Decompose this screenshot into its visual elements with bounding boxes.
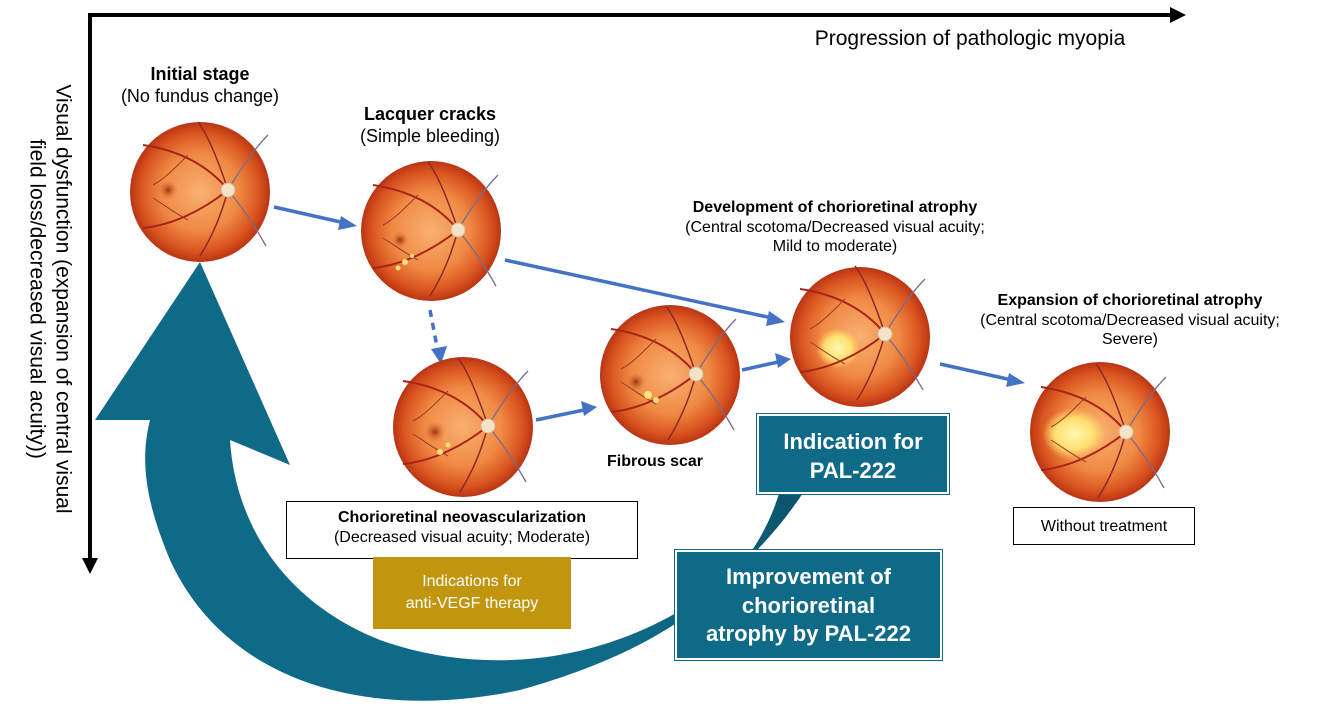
anti-vegf-box: Indications for anti-VEGF therapy bbox=[373, 557, 571, 629]
initial-stage-title: Initial stage bbox=[150, 64, 250, 84]
cnv-title: Chorioretinal neovascularization bbox=[337, 509, 587, 526]
fundus-lacquer bbox=[361, 161, 501, 301]
arrow-initial-to-lacquer bbox=[273, 205, 346, 225]
fundus-expansion bbox=[1030, 362, 1170, 502]
expansion-stage-label: Expansion of chorioretinal atrophy (Cent… bbox=[925, 291, 1332, 350]
arrow-cnv-to-fibrous-head bbox=[581, 401, 597, 416]
cnv-subtitle: (Decreased visual acuity; Moderate) bbox=[333, 529, 591, 546]
lacquer-stage-subtitle: (Simple bleeding) bbox=[359, 125, 501, 146]
without-treatment-box: Without treatment bbox=[1013, 507, 1195, 545]
initial-stage-label: Initial stage (No fundus change) bbox=[100, 64, 300, 108]
improvement-pal-line1: Improvement of bbox=[725, 564, 892, 589]
progression-arrows bbox=[273, 205, 1025, 422]
improvement-pal-line3: atrophy by PAL-222 bbox=[706, 621, 911, 647]
fundus-fibrous bbox=[600, 305, 740, 445]
lacquer-stage-label: Lacquer cracks (Simple bleeding) bbox=[330, 104, 530, 148]
arrow-development-to-expansion bbox=[939, 362, 1013, 382]
development-stage-line2: Mild to moderate) bbox=[772, 238, 898, 256]
expansion-stage-line2: Severe) bbox=[1101, 331, 1159, 349]
anti-vegf-line2: anti-VEGF therapy bbox=[405, 594, 539, 612]
x-axis-arrowhead bbox=[1170, 7, 1186, 23]
expansion-stage-line1: (Central scotoma/Decreased visual acuity… bbox=[980, 311, 1280, 329]
x-axis-label: Progression of pathologic myopia bbox=[814, 27, 1126, 50]
fundus-initial bbox=[130, 121, 270, 262]
development-stage-label: Development of chorioretinal atrophy (Ce… bbox=[630, 198, 1040, 257]
arrow-initial-to-lacquer-head bbox=[338, 216, 357, 230]
arrow-lacquer-to-development-head bbox=[766, 311, 785, 326]
indication-pal-line1: Indication for bbox=[783, 429, 923, 454]
lacquer-stage-title: Lacquer cracks bbox=[363, 104, 497, 124]
improvement-pal-box: Improvement of chorioretinal atrophy by … bbox=[674, 549, 943, 661]
y-axis-label-container: Visual dysfunction (expansion of central… bbox=[24, 64, 74, 534]
improvement-curve-arrow bbox=[95, 262, 870, 701]
cnv-box: Chorioretinal neovascularization (Decrea… bbox=[286, 501, 638, 559]
initial-stage-subtitle: (No fundus change) bbox=[120, 85, 280, 106]
development-stage-line1: (Central scotoma/Decreased visual acuity… bbox=[685, 218, 985, 236]
indication-pal-box: Indication for PAL-222 bbox=[756, 413, 950, 495]
development-stage-title: Development of chorioretinal atrophy bbox=[692, 199, 978, 216]
arrow-lacquer-to-development bbox=[504, 258, 773, 320]
fundus-development bbox=[790, 265, 930, 407]
y-axis-arrowhead bbox=[82, 558, 98, 574]
expansion-stage-title: Expansion of chorioretinal atrophy bbox=[997, 292, 1263, 309]
arrow-development-to-expansion-head bbox=[1006, 373, 1025, 387]
fundus-cnv bbox=[393, 357, 533, 497]
arrow-fibrous-to-development bbox=[741, 360, 779, 372]
arrow-fibrous-to-development-head bbox=[775, 353, 791, 368]
improvement-pal-line2: chorioretinal bbox=[741, 592, 876, 618]
arrow-cnv-to-fibrous bbox=[535, 408, 585, 422]
arrow-lacquer-to-cnv-head bbox=[431, 346, 447, 364]
fibrous-scar-label: Fibrous scar bbox=[606, 453, 704, 470]
arrow-lacquer-to-cnv-dashed bbox=[428, 309, 440, 353]
indication-pal-line2: PAL-222 bbox=[809, 457, 897, 483]
y-axis-label: Visual dysfunction (expansion of central… bbox=[25, 84, 75, 514]
anti-vegf-line1: Indications for bbox=[422, 573, 522, 590]
